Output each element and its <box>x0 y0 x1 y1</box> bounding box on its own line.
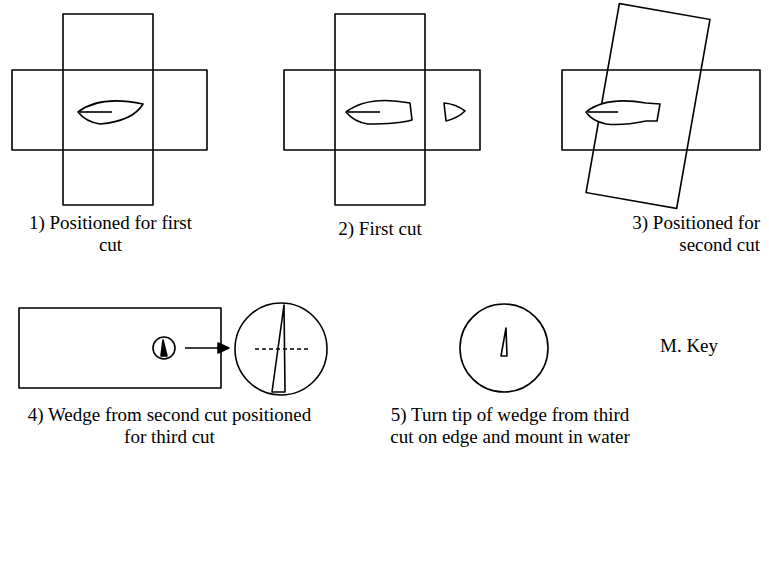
slide <box>12 70 207 150</box>
midrib <box>588 111 618 113</box>
slide <box>284 70 480 150</box>
coverslip <box>460 304 548 392</box>
cut-piece <box>444 103 465 121</box>
slide <box>586 3 710 208</box>
slide <box>335 14 425 205</box>
slide <box>562 70 760 150</box>
wedge <box>161 340 167 356</box>
step-caption: 5) Turn tip of wedge from third cut on e… <box>385 404 635 448</box>
author-credit: M. Key <box>660 335 760 357</box>
step-caption: 1) Positioned for first cut <box>18 212 203 256</box>
step-caption: 2) First cut <box>290 218 470 240</box>
coverslip <box>153 337 175 359</box>
leaf <box>586 101 660 125</box>
slide <box>63 14 153 205</box>
coverslip <box>235 303 327 395</box>
cut-line <box>255 348 308 350</box>
midrib <box>348 111 380 113</box>
wedge-tip <box>501 328 507 356</box>
leaf <box>346 100 412 124</box>
arrow-head <box>218 343 229 353</box>
step-caption: 3) Positioned for second cut <box>590 212 760 256</box>
midrib <box>80 111 112 113</box>
step-caption: 4) Wedge from second cut positioned for … <box>22 404 317 448</box>
leaf <box>78 101 143 124</box>
